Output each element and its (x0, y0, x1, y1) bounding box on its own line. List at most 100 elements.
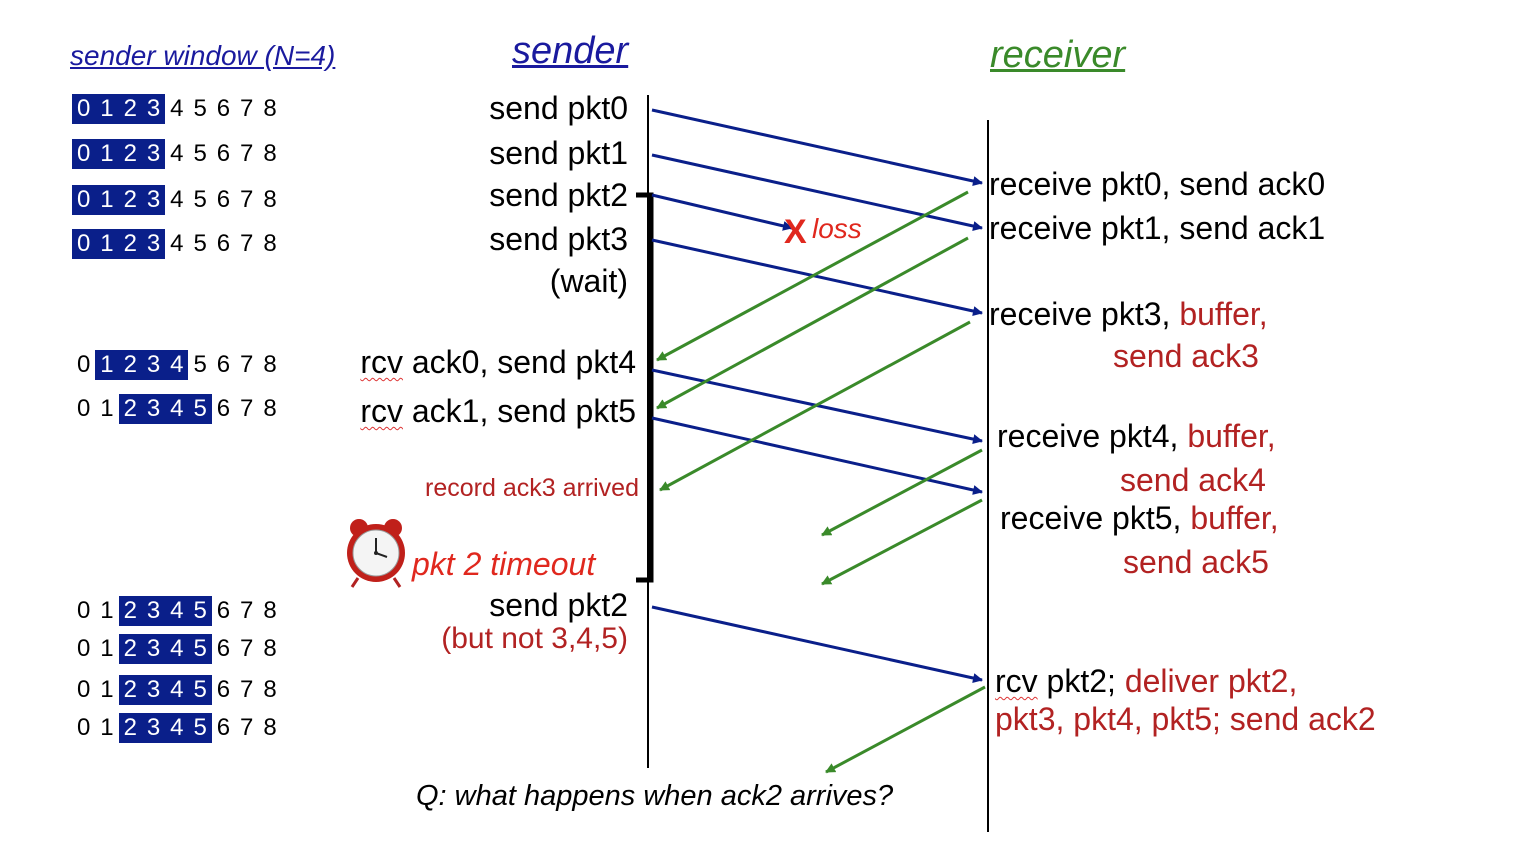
window-seq-number: 3 (141, 94, 166, 124)
receiver-r2-line2: pkt3, pkt4, pkt5; send ack2 (995, 701, 1376, 737)
window-seq-number: 8 (263, 635, 277, 662)
window-seq-number: 5 (188, 596, 212, 626)
arrow-pkt0 (651, 108, 983, 186)
window-seq-number: 2 (118, 94, 142, 124)
window-seq-number: 3 (141, 185, 166, 215)
arrow-pkt2-resend (651, 605, 983, 683)
r2-text: pkt2; (1037, 663, 1125, 699)
timeout-label: pkt 2 timeout (412, 546, 596, 582)
window-seq-number: 1 (95, 229, 119, 259)
window-seq-number: 0 (76, 676, 91, 703)
window-seq-number: 1 (95, 94, 119, 124)
arrow-ack3 (659, 320, 971, 492)
rcv-word: rcv (360, 393, 403, 429)
window-seq-number: 8 (263, 714, 277, 741)
receiver-r5: receive pkt5, buffer, (1000, 500, 1279, 537)
window-seq-number: 7 (240, 140, 254, 167)
window-seq-number: 1 (95, 185, 119, 215)
window-seq-number: 7 (240, 714, 254, 741)
receiver-send-ack3: send ack3 (1113, 338, 1259, 374)
sender-send-pkt0: send pkt0 (489, 90, 628, 126)
sender-window-title: sender window (N=4) (70, 40, 336, 71)
window-seq-number: 3 (141, 229, 166, 259)
rcv-word: rcv (995, 663, 1038, 699)
window-seq-number: 2 (118, 139, 142, 169)
window-seq-number: 0 (72, 185, 96, 215)
window-seq-number: 7 (240, 597, 254, 624)
window-seq-number: 6 (216, 95, 231, 122)
window-seq-number: 5 (188, 394, 212, 424)
window-seq-number: 5 (193, 351, 207, 378)
window-seq-number: 2 (118, 596, 142, 626)
window-seq-number: 8 (263, 676, 277, 703)
window-seq-number: 2 (118, 350, 142, 380)
window-seq-number: 2 (118, 229, 142, 259)
window-seq-number: 0 (76, 714, 91, 741)
window-seq-number: 5 (193, 95, 207, 122)
window-seq-number: 7 (240, 676, 254, 703)
arrow-ack1 (656, 236, 969, 410)
window-seq-number: 0 (76, 597, 91, 624)
arrow-ack0 (656, 190, 969, 362)
window-seq-number: 3 (141, 634, 166, 664)
window-seq-number: 8 (263, 351, 277, 378)
window-seq-number: 3 (141, 350, 166, 380)
window-seq-number: 2 (118, 675, 142, 705)
window-seq-number: 1 (100, 597, 114, 624)
r3-text: receive pkt3, (989, 296, 1180, 332)
window-seq-number: 1 (95, 139, 119, 169)
receiver-r1: receive pkt1, send ack1 (989, 210, 1326, 246)
sender-title: sender (512, 30, 629, 72)
window-seq-number: 1 (100, 395, 114, 422)
window-seq-number: 0 (76, 351, 91, 378)
window-seq-number: 8 (263, 230, 277, 257)
r4-text: receive pkt4, (997, 418, 1188, 454)
window-seq-number: 0 (76, 635, 91, 662)
window-seq-number: 4 (170, 140, 184, 167)
window-seq-number: 6 (216, 395, 231, 422)
window-seq-number: 0 (72, 94, 96, 124)
sender-rcv-ack0: rcv ack0, send pkt4 (360, 344, 636, 381)
r5-text: receive pkt5, (1000, 500, 1191, 536)
window-seq-number: 1 (95, 350, 119, 380)
arrow-ack5 (821, 498, 983, 586)
r3-buffer: buffer, (1179, 296, 1268, 332)
window-seq-number: 4 (165, 350, 189, 380)
r5-buffer: buffer, (1190, 500, 1279, 536)
arrow-pkt2-lost (651, 193, 793, 231)
window-seq-number: 6 (216, 635, 231, 662)
window-seq-number: 8 (263, 395, 277, 422)
alarm-clock-icon (347, 519, 405, 588)
window-seq-number: 4 (170, 230, 184, 257)
timer-bracket (636, 192, 654, 583)
window-seq-number: 7 (240, 186, 254, 213)
window-seq-number: 2 (118, 185, 142, 215)
window-seq-number: 0 (76, 395, 91, 422)
receiver-send-ack4: send ack4 (1120, 462, 1266, 498)
sender-send-pkt2: send pkt2 (489, 177, 628, 213)
sender-record-ack3: record ack3 arrived (425, 474, 639, 502)
window-seq-number: 4 (165, 713, 189, 743)
window-seq-number: 4 (170, 95, 184, 122)
receiver-r2: rcv pkt2; deliver pkt2, (995, 663, 1297, 700)
rcv-ack1-text: ack1, send pkt5 (402, 393, 636, 429)
window-seq-number: 4 (165, 675, 189, 705)
rcv-word: rcv (360, 344, 403, 380)
sender-wait: (wait) (549, 263, 628, 299)
window-seq-number: 7 (240, 351, 254, 378)
arrow-ack2 (825, 685, 986, 774)
question-text: Q: what happens when ack2 arrives? (416, 780, 894, 812)
window-seq-number: 6 (216, 186, 231, 213)
window-seq-number: 6 (216, 676, 231, 703)
window-seq-number: 8 (263, 597, 277, 624)
sender-but-not: (but not 3,4,5) (441, 622, 628, 655)
window-seq-number: 4 (165, 596, 189, 626)
window-seq-number: 0 (72, 139, 96, 169)
window-seq-number: 2 (118, 713, 142, 743)
window-seq-number: 5 (188, 713, 212, 743)
rcv-ack0-text: ack0, send pkt4 (402, 344, 636, 380)
